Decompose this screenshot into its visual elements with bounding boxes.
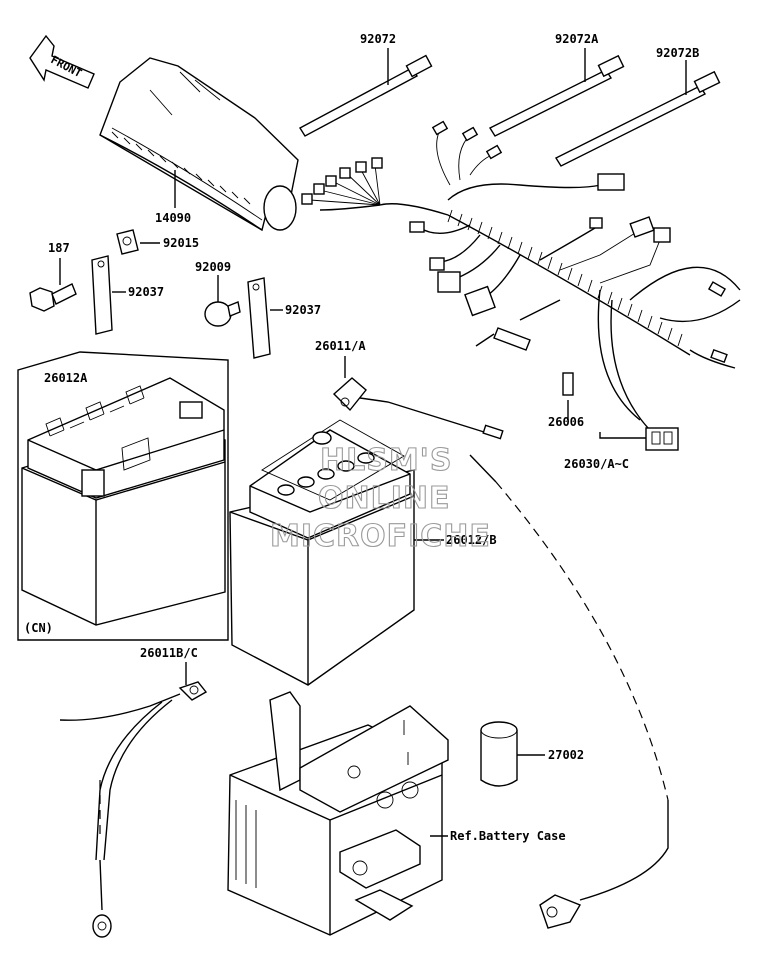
fuse-26006	[562, 372, 574, 396]
front-arrow-icon: FRONT	[29, 34, 95, 89]
cable-26011BC	[59, 662, 208, 938]
battery-26012A-panel	[17, 351, 229, 641]
label-ref-battery-case: Ref.Battery Case	[450, 829, 566, 843]
label-26006: 26006	[548, 415, 584, 429]
cover-14090	[99, 57, 299, 232]
label-26030: 26030/A~C	[564, 457, 629, 471]
terminal-92037-right	[247, 277, 283, 359]
label-92072A: 92072A	[555, 32, 599, 46]
cable-26011A	[332, 356, 669, 929]
watermark-line-1: HLSM'S	[320, 443, 452, 478]
cable-tie-92072A	[488, 48, 625, 137]
terminal-92037-left	[91, 255, 126, 335]
label-14090: 14090	[155, 211, 191, 225]
screw-92009	[204, 275, 241, 327]
label-92037-right: 92037	[285, 303, 321, 317]
bolt-187	[29, 258, 77, 312]
label-92009: 92009	[195, 260, 231, 274]
label-27002: 27002	[548, 748, 584, 762]
label-92015: 92015	[163, 236, 199, 250]
label-92072B: 92072B	[656, 46, 699, 60]
label-187: 187	[48, 241, 70, 255]
cable-tie-92072	[299, 48, 433, 137]
label-26011BC: 26011B/C	[140, 646, 198, 660]
label-26012A: 26012A	[44, 371, 88, 385]
label-cn: (CN)	[24, 621, 53, 635]
cable-tie-92072B	[554, 60, 721, 167]
battery-26012B	[229, 419, 444, 686]
label-92072: 92072	[360, 32, 396, 46]
wire-harness	[301, 120, 741, 429]
label-26012B: 26012/B	[446, 533, 497, 547]
battery-case	[227, 691, 449, 936]
watermark-line-3: MICROFICHE	[270, 519, 491, 554]
watermark-line-2: ONLINE	[318, 481, 451, 516]
nut-92015	[116, 229, 160, 255]
relay-27002	[480, 721, 545, 787]
watermark: HLSM'S ONLINE MICROFICHE	[269, 442, 491, 554]
connector-26030	[599, 427, 679, 451]
label-26011A: 26011/A	[315, 339, 366, 353]
label-92037-left: 92037	[128, 285, 164, 299]
